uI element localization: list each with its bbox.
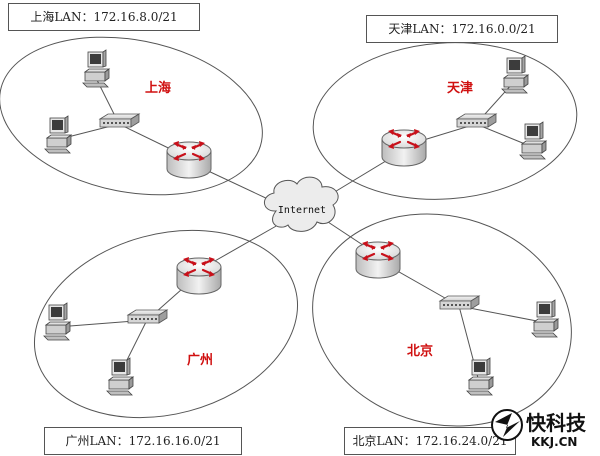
city-label-tianjin: 天津 [447, 80, 473, 96]
lan-label-beijing: 北京LAN：172.16.24.0/21 [344, 427, 516, 455]
lan-ellipse-guangzhou [33, 229, 299, 419]
city-label-beijing: 北京 [407, 343, 433, 359]
city-label-shanghai: 上海 [145, 80, 171, 96]
lan-ellipse-beijing [312, 213, 572, 427]
internet-label: Internet [278, 205, 326, 216]
lan-ellipse-tianjin [312, 42, 578, 200]
watermark-logo-icon [491, 409, 523, 441]
internet-cloud: Internet [264, 176, 339, 232]
link-bj-switch-pc1 [458, 305, 543, 323]
lan-ellipse-shanghai [0, 36, 263, 196]
watermark-domain: KKJ.CN [531, 435, 577, 449]
lan-label-guangzhou: 广州LAN：172.16.16.0/21 [44, 427, 242, 455]
link-tj-switch-pc2 [475, 123, 531, 147]
watermark-brand: 快科技 [526, 411, 587, 435]
lan-label-tianjin: 天津LAN：172.16.0.0/21 [366, 15, 558, 43]
city-label-guangzhou: 广州 [187, 352, 213, 368]
lan-label-shanghai: 上海LAN：172.16.8.0/21 [8, 3, 200, 31]
